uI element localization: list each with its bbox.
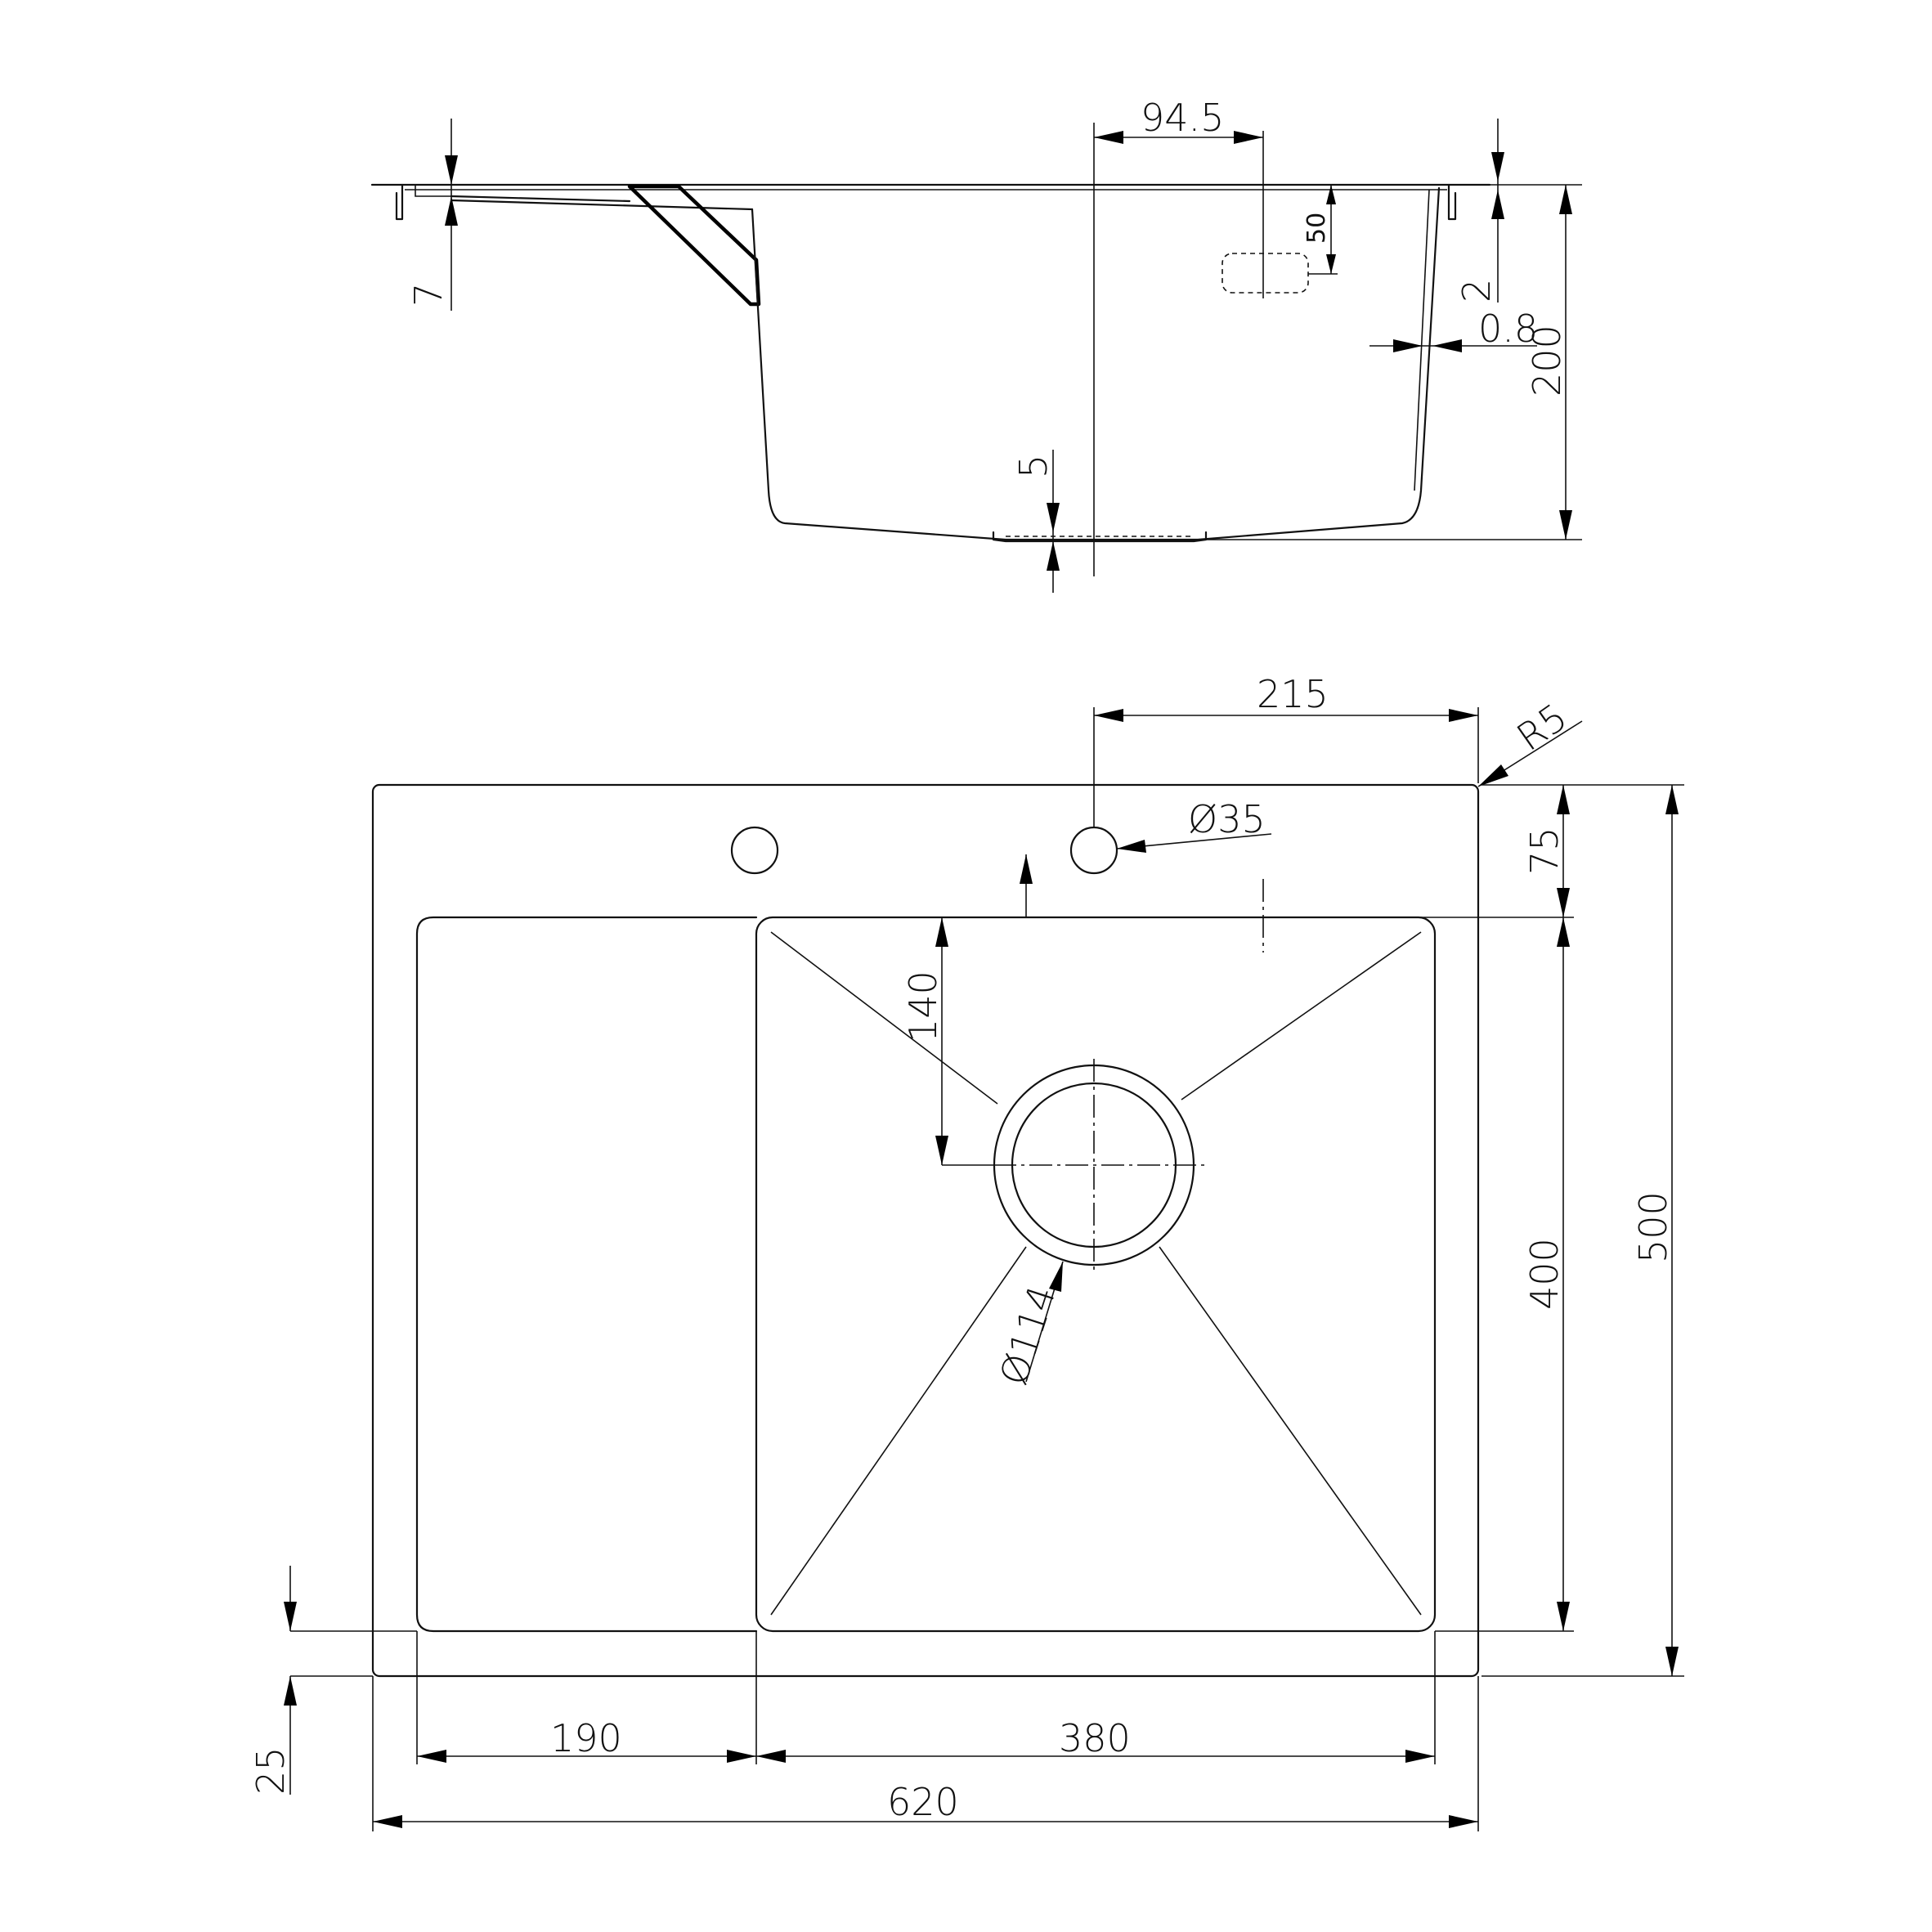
dim-total-depth: 200 <box>1206 184 1582 540</box>
dim-rim-thickness: 7 <box>406 119 458 311</box>
dim-tap-hole-diameter-label: Ø35 <box>1188 797 1266 841</box>
bowl-outline <box>755 916 1437 1633</box>
divider-wall-section <box>627 184 761 307</box>
dim-drain-center-label: 140 <box>901 970 945 1042</box>
drainboard-slope <box>450 199 754 211</box>
dim-rim-step: 2 <box>1455 119 1504 303</box>
dim-overall-length-label: 620 <box>887 1780 959 1824</box>
dim-drain-diameter-label: Ø114 <box>991 1280 1065 1391</box>
bowl-profile-outer <box>751 186 1441 541</box>
bowl-profile-inner <box>1414 189 1430 491</box>
dim-tap-hole-edge: 75 <box>1020 784 1684 918</box>
dim-corner-radius: R5 <box>1477 695 1583 787</box>
bowl-rib-bottom-left <box>770 1246 1027 1616</box>
overflow-slot-hidden <box>1222 253 1309 294</box>
dim-wall-thickness-label: 0.8 <box>1478 307 1538 351</box>
dim-wall-thickness: 0.8 <box>1369 307 1538 352</box>
dim-rim-thickness-label: 7 <box>406 283 451 307</box>
plan-view: 215 R5 Ø35 75 <box>249 672 1684 1831</box>
dim-bowl-length: 400 <box>1435 917 1574 1632</box>
dim-overflow-offset: 94.5 <box>1094 96 1264 298</box>
dim-overall-width-label: 500 <box>1631 1191 1675 1263</box>
dim-drain-recess-label: 5 <box>1011 455 1056 478</box>
dim-drainboard-width: 190 <box>416 1631 757 1764</box>
dim-front-edge: 25 <box>249 1566 417 1795</box>
tap-hole-left <box>730 826 779 875</box>
dim-total-depth-label: 200 <box>1525 325 1569 397</box>
right-rim-clip <box>1447 183 1457 221</box>
dim-rim-step-label: 2 <box>1455 279 1499 303</box>
dim-tap-hole-offset-label: 215 <box>1257 672 1329 716</box>
dim-tap-hole-edge-label: 75 <box>1522 827 1567 875</box>
dim-overall-length: 620 <box>372 1676 1479 1831</box>
dim-corner-radius-label: R5 <box>1508 695 1575 760</box>
drainboard-surface <box>450 195 631 203</box>
dim-front-edge-label: 25 <box>249 1746 293 1795</box>
dim-overflow-depth-label: 50 <box>1302 213 1331 244</box>
bowl-rib-top-left <box>770 931 998 1105</box>
dim-drain-center: 140 <box>901 917 993 1166</box>
dim-overall-width: 500 <box>1481 785 1684 1677</box>
left-rim-lip <box>415 185 451 197</box>
bowl-rib-top-right <box>1181 931 1422 1100</box>
dim-bowl-length-label: 400 <box>1522 1238 1567 1310</box>
sink-outline <box>371 783 1480 1678</box>
drainboard-outline <box>415 916 758 1633</box>
dim-overflow-depth: 50 <box>1302 185 1338 275</box>
dim-bowl-width-label: 380 <box>1059 1716 1131 1760</box>
section-view: 7 94.5 50 2 0. <box>370 96 1582 593</box>
dim-tap-hole-diameter: Ø35 <box>1116 797 1272 853</box>
dim-bowl-width: 380 <box>756 1631 1436 1764</box>
dim-tap-hole-offset: 215 <box>1093 672 1479 827</box>
left-rim-clip <box>395 183 404 221</box>
dim-drainboard-width-label: 190 <box>550 1716 622 1760</box>
drain-recess <box>992 531 1208 543</box>
dim-overflow-offset-label: 94.5 <box>1141 96 1224 140</box>
bowl-rib-bottom-right <box>1159 1246 1422 1616</box>
tap-hole-right <box>1069 826 1118 875</box>
dim-drain-recess: 5 <box>1011 450 1060 593</box>
